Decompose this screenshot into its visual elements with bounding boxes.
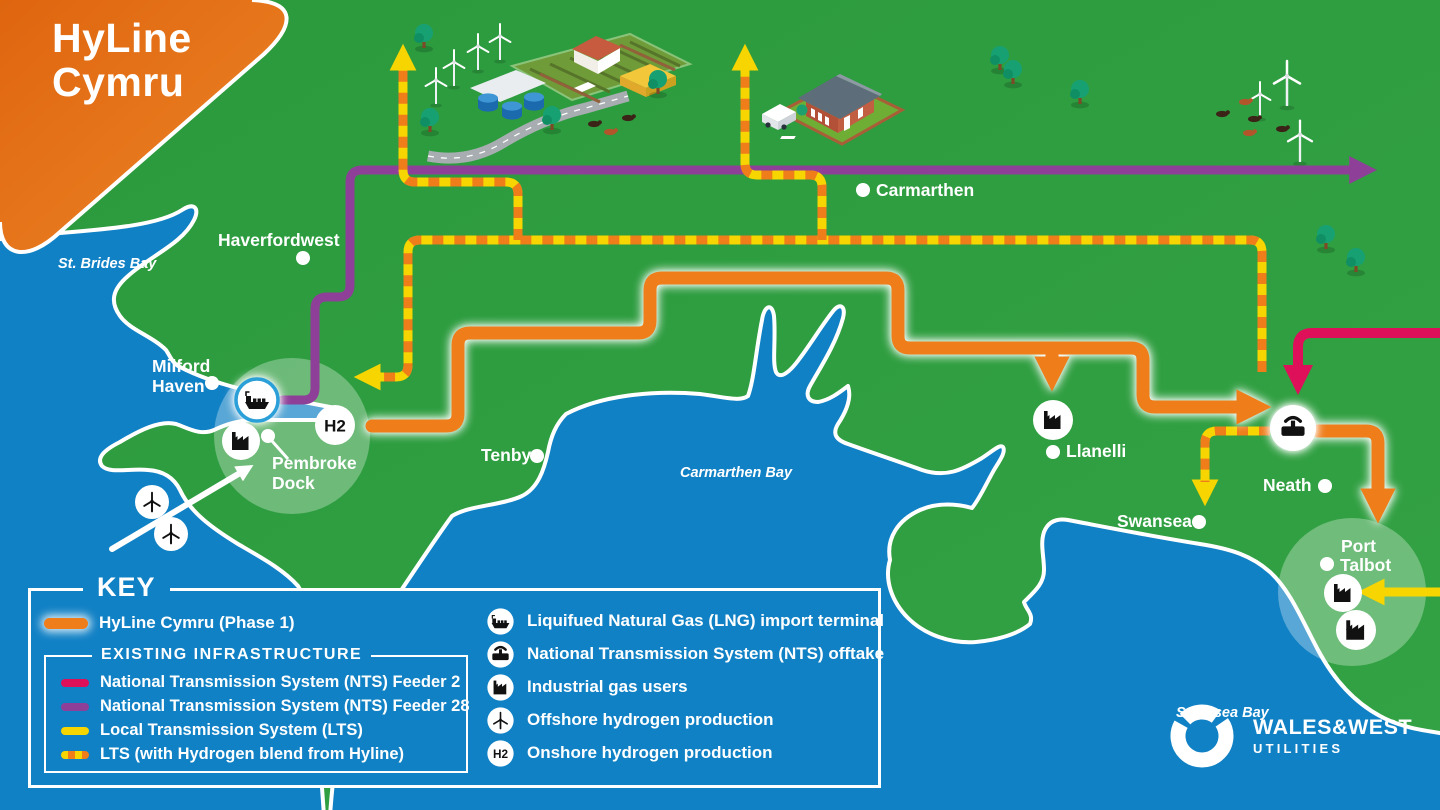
label-swansea: Swansea [1117,511,1192,531]
wind-turbine-icon [487,706,514,734]
label-carmarthen: Carmarthen [876,180,975,200]
pipeline-hyline-phase1 [365,271,1396,524]
lts-blend-line-swatch [61,750,89,759]
factory-icon-port-talbot-1 [1324,574,1362,612]
label-talbot: Talbot [1340,555,1392,575]
ship-icon [487,607,514,635]
h2-badge-icon: H2 [487,739,514,767]
phase1-line-swatch [44,617,88,629]
offshore-supply-arrow [109,465,254,552]
key-row-industrial: Industrial gas users [486,673,688,701]
label-milford-haven: Milford Haven [152,356,211,396]
industrial-label: Industrial gas users [527,677,688,696]
key-row-feeder2: National Transmission System (NTS) Feede… [61,673,460,692]
corner-badge-edge [0,0,289,255]
key-row-lts-blend: LTS (with Hydrogen blend from Hyline) [61,745,404,764]
lts-label: Local Transmission System (LTS) [100,721,363,739]
key-row-onshore: H2 Onshore hydrogen production [486,739,773,767]
title-line1: HyLine [52,15,192,61]
page-title: HyLine Cymru [52,16,192,105]
label-llanelli: Llanelli [1066,441,1127,461]
farm-illustration [414,23,693,164]
label-pembroke-line1: Pembroke [272,453,357,473]
lng-terminal-icon [234,377,280,423]
label-tenby: Tenby [481,445,532,465]
map-key: KEY HyLine Cymru (Phase 1) EXISTING INFR… [28,572,884,788]
feeder28-line-swatch [61,702,89,711]
feeder2-line-swatch [61,678,89,687]
factory-icon-port-talbot-2 [1336,610,1376,650]
pipeline-lts-blend-swansea [1191,426,1270,507]
wwu-name: WALES&WEST [1253,715,1413,740]
wwu-ring-icon [1170,704,1234,768]
h2-text: H2 [324,417,346,436]
wwu-utilities: UTILITIES [1253,740,1344,756]
key-row-offtake: National Transmission System (NTS) offta… [486,640,884,668]
label-st-brides-bay: St. Brides Bay [58,256,157,272]
key-row-feeder28: National Transmission System (NTS) Feede… [61,697,470,716]
title-line2: Cymru [52,59,185,106]
feeder28-label: National Transmission System (NTS) Feede… [100,697,470,715]
label-haverfordwest: Haverfordwest [218,230,340,250]
existing-infrastructure-box: EXISTING INFRASTRUCTURE National Transmi… [44,646,470,773]
wwu-logo-text: WALES&WEST UTILITIES [1253,717,1412,755]
key-row-lts: Local Transmission System (LTS) [61,721,363,740]
key-title: KEY [83,572,170,603]
factory-icon [487,673,514,701]
pipeline-lts-blend-farm [389,43,523,240]
label-carmarthen-bay: Carmarthen Bay [680,465,793,481]
hyline-corner-badge [0,0,287,253]
factory-icon-llanelli [1033,400,1073,440]
label-port: Port [1341,536,1376,556]
existing-infrastructure-title: EXISTING INFRASTRUCTURE [92,646,372,664]
sea-coastline [0,204,1440,810]
pipeline-nts-feeder2 [1283,328,1440,395]
label-milford-line2: Haven [152,375,205,396]
wind-turbine-icon-2 [154,517,188,551]
onshore-label: Onshore hydrogen production [527,743,773,762]
pembroke-dock-marker [261,429,290,460]
pipeline-lts-blend-house [731,43,827,240]
lng-label: Liquifued Natural Gas (LNG) import termi… [527,611,885,630]
key-row-lng: Liquifued Natural Gas (LNG) import termi… [486,607,884,635]
offshore-label: Offshore hydrogen production [527,710,774,729]
pipeline-nts-feeder28 [277,156,1378,405]
wales-west-utilities-logo: WALES&WEST UTILITIES [1164,698,1412,774]
valve-icon [487,640,514,668]
place-dots [205,183,1334,571]
offtake-label: National Transmission System (NTS) offta… [527,644,885,663]
label-neath: Neath [1263,475,1312,495]
lts-line-swatch [61,726,89,735]
label-milford-line1: Milford [152,356,211,376]
phase1-label: HyLine Cymru (Phase 1) [99,613,295,632]
key-row-phase1: HyLine Cymru (Phase 1) [44,613,295,633]
house-illustration [762,74,906,146]
label-pembroke-line2: Dock [272,472,315,493]
h2-badge-text: H2 [493,748,508,761]
label-pembroke-dock: Pembroke Dock [272,453,357,493]
lts-blend-label: LTS (with Hydrogen blend from Hyline) [100,745,405,763]
wind-turbine-icon-1 [135,485,169,519]
feeder2-label: National Transmission System (NTS) Feede… [100,673,461,691]
nts-offtake-icon [1270,405,1316,451]
pipeline-lts-blend-main [353,235,1267,391]
key-row-offshore: Offshore hydrogen production [486,706,774,734]
h2-onshore-icon: H2 [315,405,355,445]
factory-icon-pembroke [222,422,260,460]
